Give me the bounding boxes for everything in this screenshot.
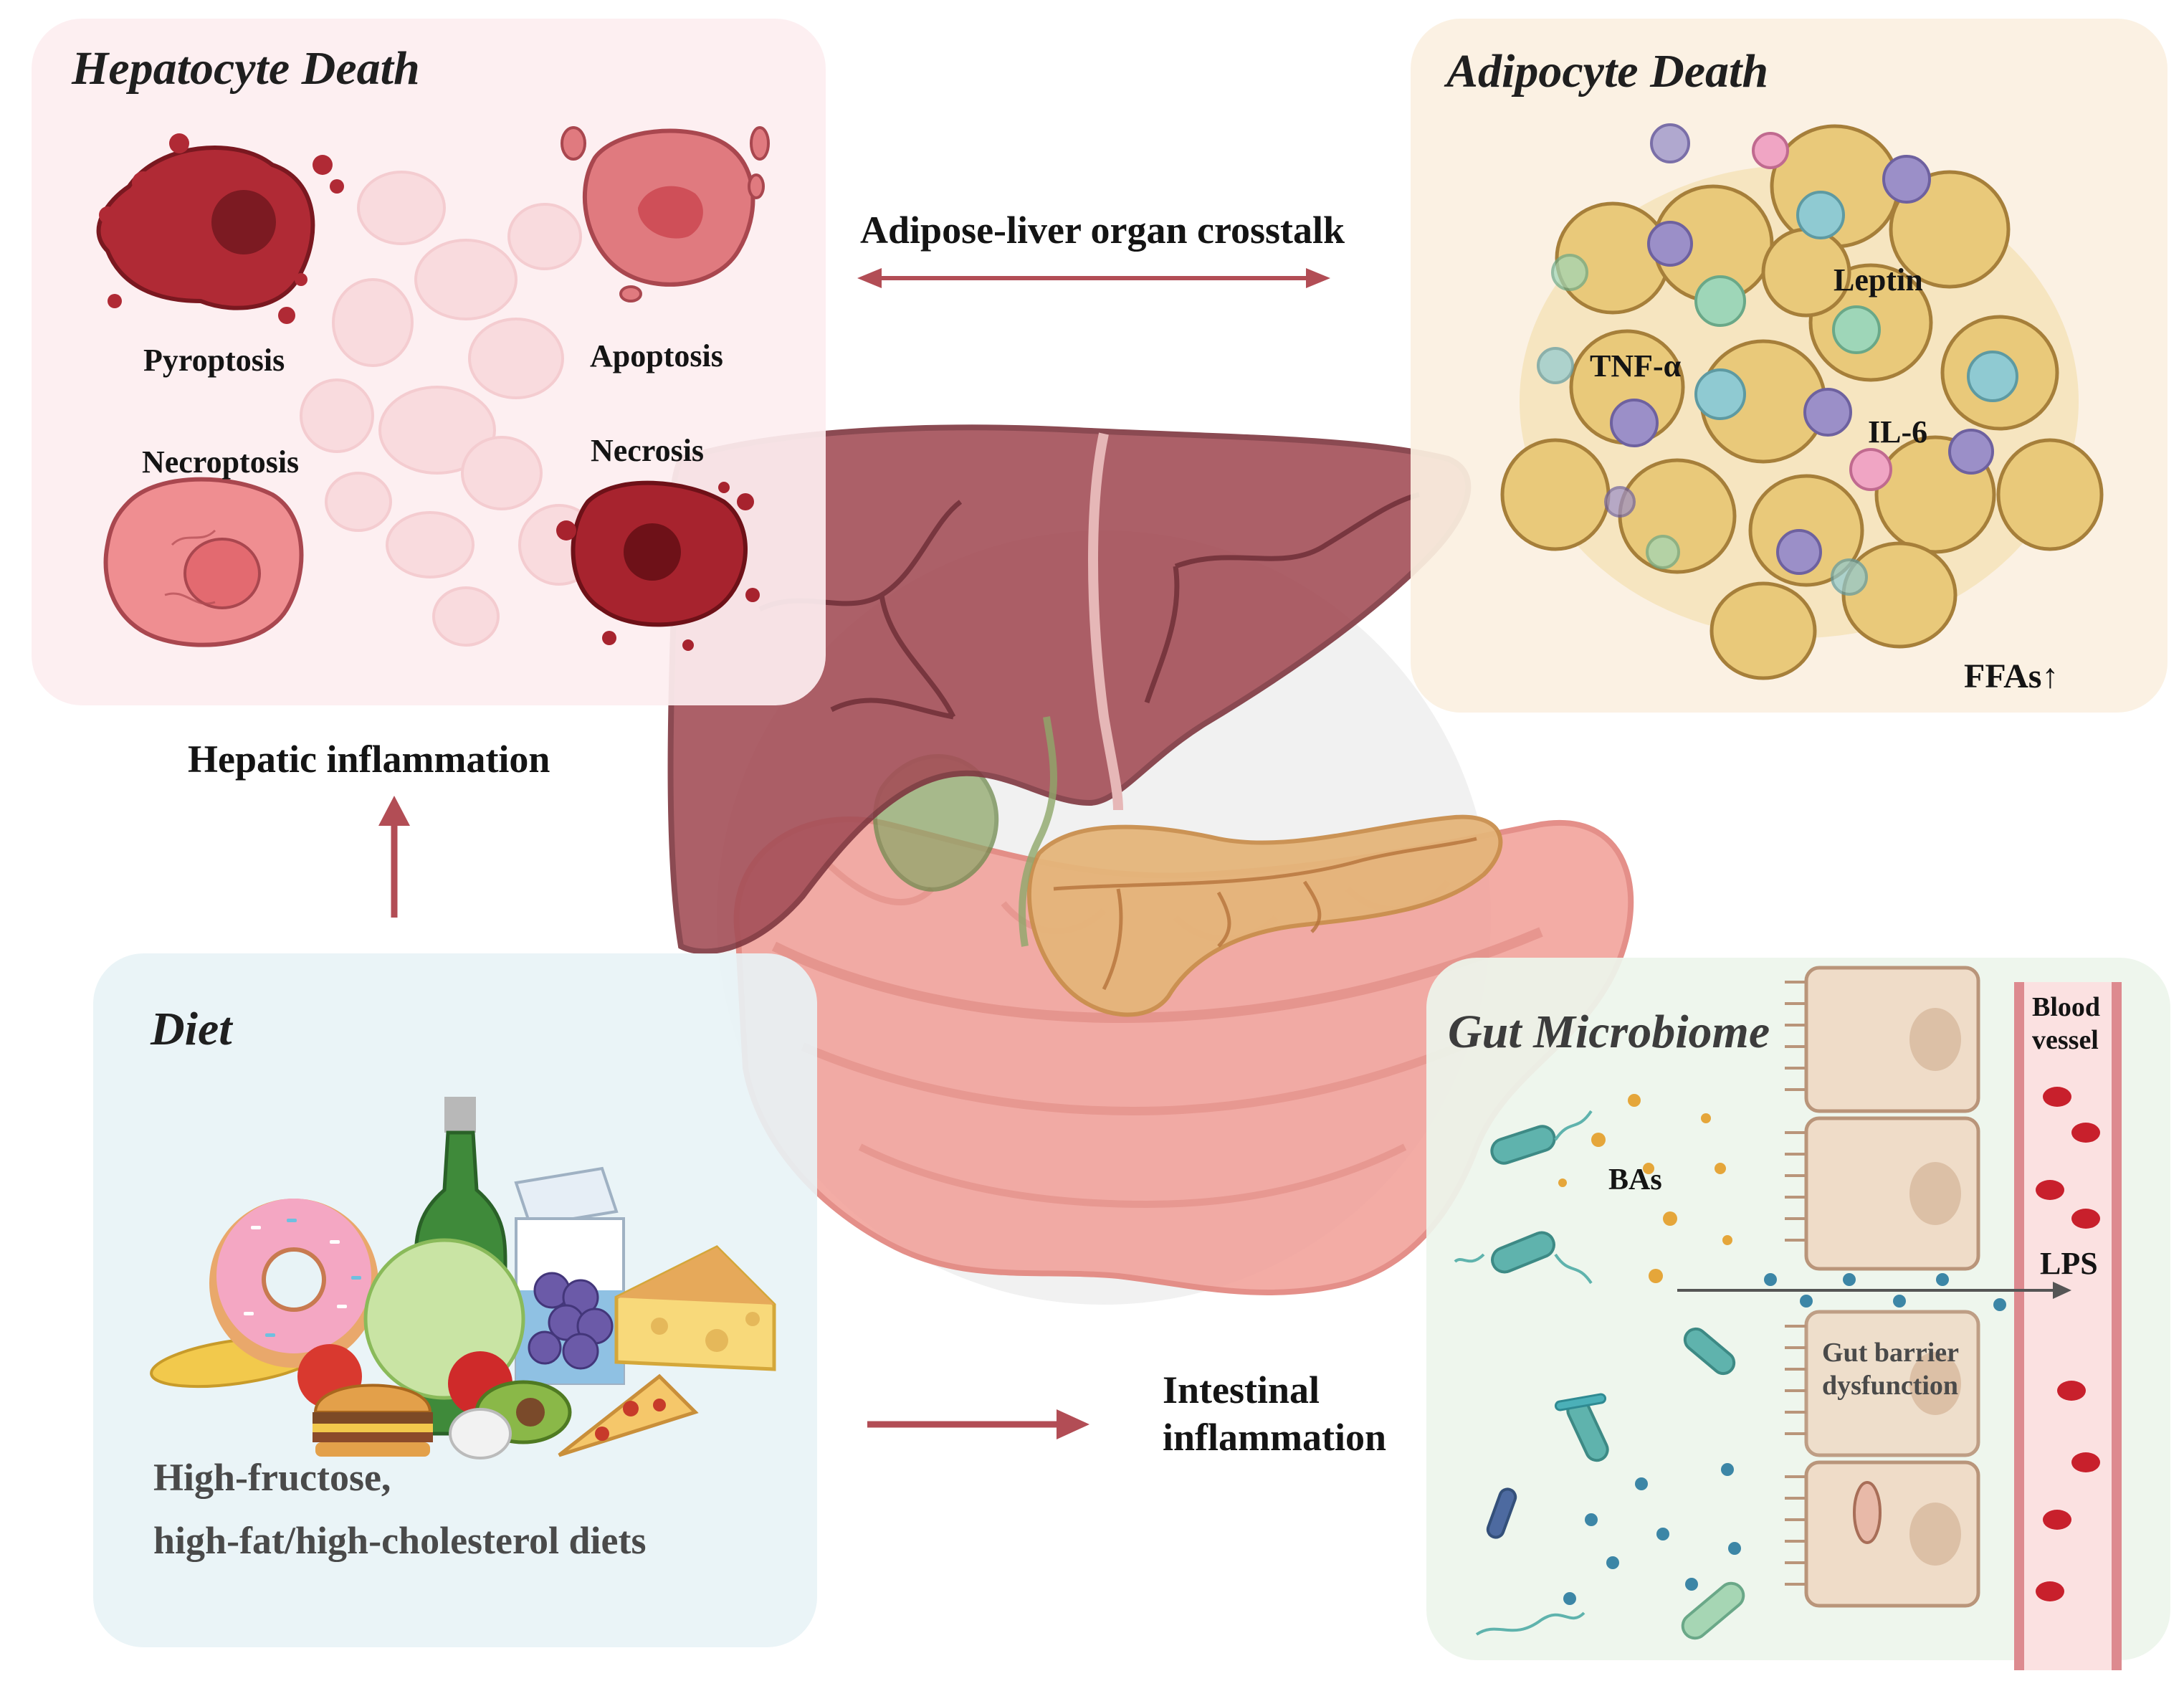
leptin-label: Leptin [1833, 262, 1923, 297]
necrosis-label: Necrosis [591, 433, 705, 468]
crosstalk-double-arrow [857, 268, 1330, 288]
pyroptosis-cell [96, 133, 344, 324]
egg [449, 1408, 512, 1459]
bacteria [1486, 1125, 1745, 1640]
necroptosis-label: Necroptosis [142, 444, 300, 480]
hepatocyte-death-title: Hepatocyte Death [72, 42, 420, 95]
cell-nuclei [1909, 1008, 1961, 1566]
ffas-label: FFAs↑ [1964, 657, 2059, 695]
adipocyte-death-title: Adipocyte Death [1446, 45, 1769, 97]
adipose-tissue-illustration [1500, 123, 2104, 680]
red-blood-cells [2036, 1087, 2100, 1601]
bacteria-flagella [1454, 1110, 1593, 1636]
microvilli [1785, 981, 1806, 1586]
epithelial-cells [1804, 966, 1980, 1608]
intestinal-inflammation-label-line1: Intestinal [1163, 1368, 1320, 1411]
pancreas [1026, 814, 1503, 1017]
apoptosis-cell [561, 126, 770, 303]
lps-particles [1563, 1273, 2006, 1605]
adipose-liver-crosstalk-label: Adipose-liver organ crosstalk [860, 209, 1345, 252]
diet-caption-line2: high-fat/high-cholesterol diets [153, 1519, 647, 1562]
pyroptosis-label: Pyroptosis [143, 343, 285, 378]
hepatic-inflammation-label: Hepatic inflammation [188, 738, 550, 781]
intestine [733, 816, 1634, 1295]
diet-caption-line1: High-fructose, [153, 1456, 391, 1499]
blood-vessel-label-line2: vessel [2032, 1025, 2099, 1055]
gut-microbiome-title: Gut Microbiome [1448, 1006, 1770, 1058]
diet-title: Diet [151, 1003, 232, 1055]
cheese [614, 1244, 776, 1371]
blood-vessel [2014, 982, 2122, 1670]
gut-barrier-illustration [1454, 966, 2122, 1670]
burger [313, 1384, 433, 1457]
necroptosis-cell [103, 477, 304, 647]
grapes [528, 1272, 614, 1370]
il6-label: IL-6 [1868, 414, 1928, 449]
intestinal-inflammation-label-line2: inflammation [1163, 1416, 1387, 1459]
bile-acids [1558, 1094, 1732, 1283]
lps-label: LPS [2040, 1246, 2098, 1281]
food-illustration [150, 1097, 776, 1459]
gut-barrier-label-line2: dysfunction [1822, 1371, 1959, 1401]
apoptosis-label: Apoptosis [590, 338, 723, 373]
necrosis-cell [556, 480, 760, 651]
donut [209, 1199, 378, 1368]
hepatocyte-illustration [96, 126, 770, 651]
hepatic-inflammation-arrow [378, 796, 410, 918]
adipocytes [1500, 124, 2104, 680]
background-cells [300, 171, 600, 647]
bile-acids-label: BAs [1608, 1163, 1662, 1196]
mitochondrion [1853, 1481, 1882, 1544]
immune-cells [1537, 123, 2018, 596]
lps-arrow-head [2053, 1282, 2071, 1299]
pizza-slice [558, 1373, 699, 1457]
blood-vessel-label-line1: Blood [2032, 992, 2101, 1022]
gut-barrier-label-line1: Gut barrier [1822, 1338, 1960, 1368]
tnf-alpha-label: TNF-α [1590, 348, 1682, 384]
intestinal-inflammation-arrow [867, 1409, 1089, 1439]
